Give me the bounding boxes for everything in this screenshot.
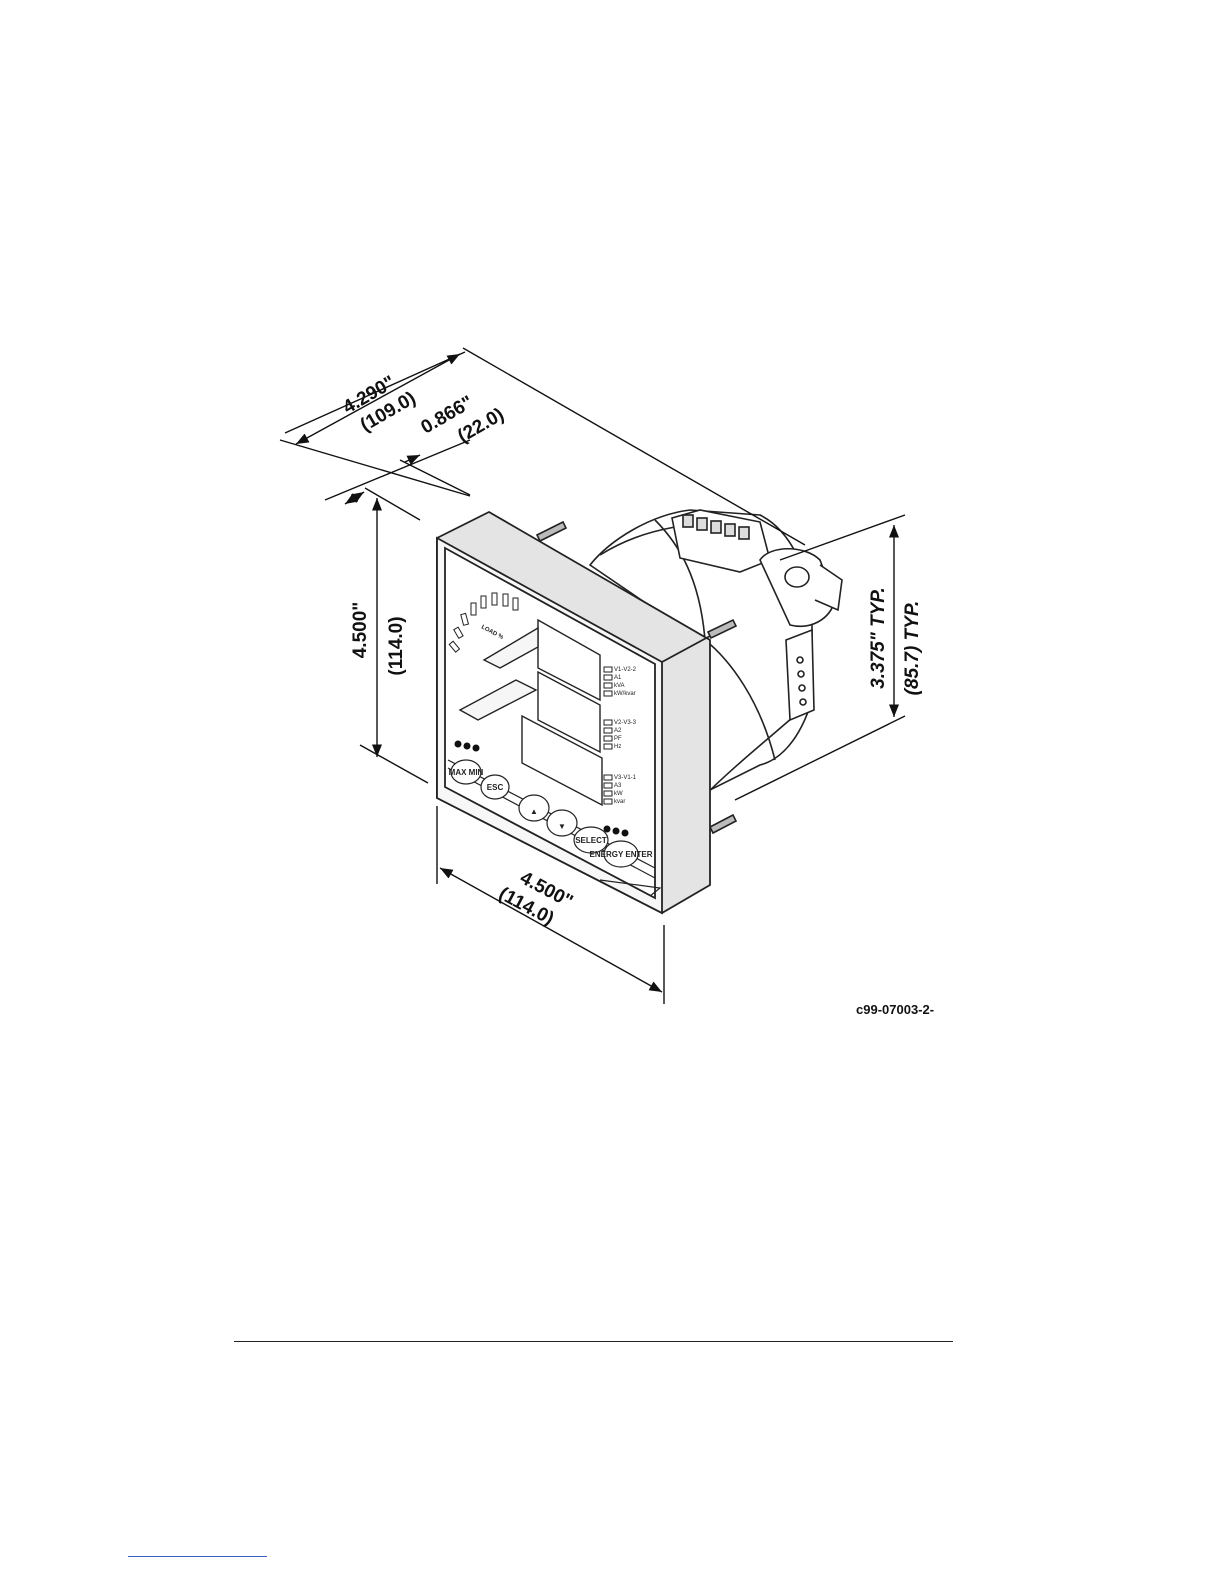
width-dimension: 4.500" (114.0) xyxy=(495,862,576,934)
height-inch: 4.500" xyxy=(350,602,371,659)
height-mm: (114.0) xyxy=(386,616,407,675)
up-button[interactable]: ▲ xyxy=(519,795,549,821)
body-size-inch: 3.375" TYP. xyxy=(868,587,889,689)
esc-button[interactable]: ESC xyxy=(481,775,509,799)
indicator-leds xyxy=(604,667,612,804)
up-arrow-icon: ▲ xyxy=(530,807,538,816)
label-v2v3: V2-V3-3 xyxy=(614,720,637,726)
energy-enter-label: ENERGY ENTER xyxy=(590,850,653,859)
max-min-label: MAX MIN xyxy=(449,768,484,777)
label-kva: kVA xyxy=(614,683,625,689)
down-button[interactable]: ▼ xyxy=(547,810,577,836)
body-size-mm: (85.7) TYP. xyxy=(902,601,923,696)
label-kw-kvar: kW/kvar xyxy=(614,691,636,697)
label-a1: A1 xyxy=(614,675,622,681)
body-size-dimension: 3.375" TYP. (85.7) TYP. xyxy=(868,587,923,695)
esc-label: ESC xyxy=(487,783,504,792)
footer-link-underline[interactable] xyxy=(128,1556,267,1557)
footer-divider xyxy=(234,1341,953,1342)
figure-id: c99-07003-2- xyxy=(856,1002,934,1017)
down-arrow-icon: ▼ xyxy=(558,822,566,831)
height-dimension: 4.500" (114.0) xyxy=(350,602,407,676)
label-pf: PF xyxy=(614,736,622,742)
label-v3v1: V3-V1-1 xyxy=(614,775,637,781)
bezel-depth-dimension: 0.866" (22.0) xyxy=(418,382,508,461)
select-label: SELECT xyxy=(575,836,607,845)
label-hz: Hz xyxy=(614,744,621,750)
label-a3: A3 xyxy=(614,783,622,789)
label-kw: kW xyxy=(614,791,623,797)
label-a2: A2 xyxy=(614,728,622,734)
label-kvar: kvar xyxy=(614,799,625,805)
label-v1v2: V1-V2-2 xyxy=(614,667,637,673)
